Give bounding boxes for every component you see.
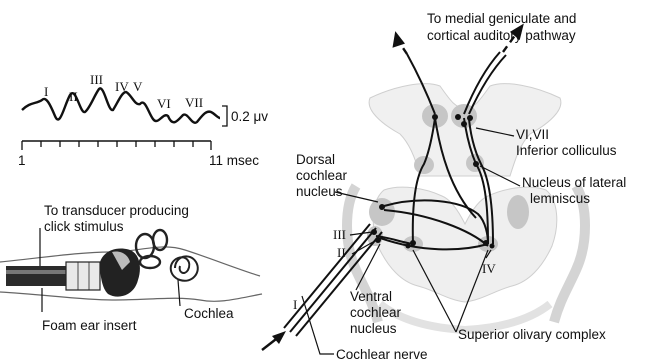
abr-wave-label-ii: II xyxy=(69,89,78,104)
superior-olivary-label: Superior olivary complex xyxy=(458,327,606,342)
dorsal-cochlear-label-line3: nucleus xyxy=(296,184,343,199)
abr-wave-label-i: I xyxy=(44,84,48,99)
abr-wave-label-v: V xyxy=(133,79,143,94)
brainstem-diagram: To medial geniculate and cortical audito… xyxy=(262,11,626,362)
pathway-top-label-line2: cortical auditory pathway xyxy=(427,28,576,43)
dorsal-cochlear-nucleus xyxy=(369,198,395,226)
pathway-label-iv: IV xyxy=(482,261,496,276)
abr-scale-bar xyxy=(222,106,227,126)
dorsal-cochlear-label-line2: cochlear xyxy=(296,168,348,183)
ventral-cochlear-label-line1: Ventral xyxy=(350,289,392,304)
ventral-cochlear-label-line2: cochlear xyxy=(350,305,402,320)
lateral-nucleus-right xyxy=(507,195,529,229)
abr-wave-label-vii: VII xyxy=(185,95,203,110)
pathway-top-label-line1: To medial geniculate and xyxy=(427,11,576,26)
ear-illustration: To transducer producing click stimulus C… xyxy=(0,203,262,333)
dorsal-cochlear-label-line1: Dorsal xyxy=(296,152,335,167)
cochlear-nerve-label: Cochlear nerve xyxy=(336,347,428,362)
foam-insert-label: Foam ear insert xyxy=(42,318,137,333)
pathway-label-ii: II xyxy=(337,245,346,260)
input-arrow xyxy=(262,331,286,350)
cochlea-leader xyxy=(178,280,180,306)
abr-scale-label: 0.2 μv xyxy=(231,109,268,124)
cochlea-spiral xyxy=(171,256,198,280)
lemniscus-label-line1: Nucleus of lateral xyxy=(522,175,626,190)
inferior-colliculus-label: Inferior colliculus xyxy=(516,143,617,158)
ventral-cochlear-label-line3: nucleus xyxy=(350,321,397,336)
abr-axis-ticks xyxy=(22,141,211,150)
abr-wave-label-iii: III xyxy=(90,72,103,87)
abr-wave-label-vi: VI xyxy=(157,96,171,111)
lemniscus-label-line2: lemniscus xyxy=(530,191,590,206)
cochlea-label: Cochlea xyxy=(184,306,234,321)
abr-axis-end-label: 11 msec xyxy=(209,153,259,168)
abr-wave-label-iv: IV xyxy=(115,79,129,94)
abr-waveform-panel: 0.2 μv I II III IV V VI VII 1 11 msec xyxy=(18,72,268,168)
transducer-label-line2: click stimulus xyxy=(44,219,124,234)
pathway-label-i: I xyxy=(293,297,297,312)
vi-vii-label: VI,VII xyxy=(516,127,549,142)
transducer-label-line1: To transducer producing xyxy=(44,203,189,218)
abr-axis-start-label: 1 xyxy=(18,153,26,168)
foam-ear-insert xyxy=(66,262,100,290)
transducer-tube xyxy=(6,266,68,286)
pathway-label-iii: III xyxy=(333,227,346,242)
